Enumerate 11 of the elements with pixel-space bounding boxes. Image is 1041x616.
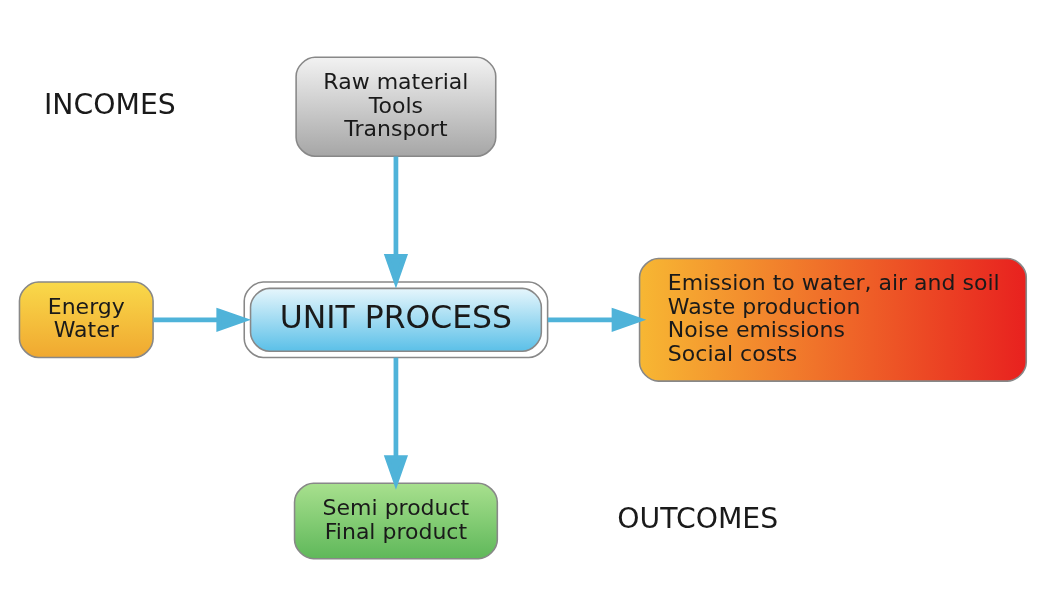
- label: INCOMES: [43, 87, 176, 121]
- node-box: Semi product Final product: [293, 482, 499, 560]
- node-box: Raw material Tools Transport: [295, 56, 497, 158]
- node-box: UNIT PROCESS: [243, 281, 549, 359]
- arrow: [547, 307, 647, 332]
- label: OUTCOMES: [617, 501, 779, 535]
- arrow: [383, 156, 409, 289]
- node-box: Energy Water: [18, 281, 154, 359]
- node-box: Emission to water, air and soil Waste production Noise emissions Social costs: [638, 257, 1028, 382]
- arrow: [383, 357, 409, 490]
- arrow: [153, 307, 252, 332]
